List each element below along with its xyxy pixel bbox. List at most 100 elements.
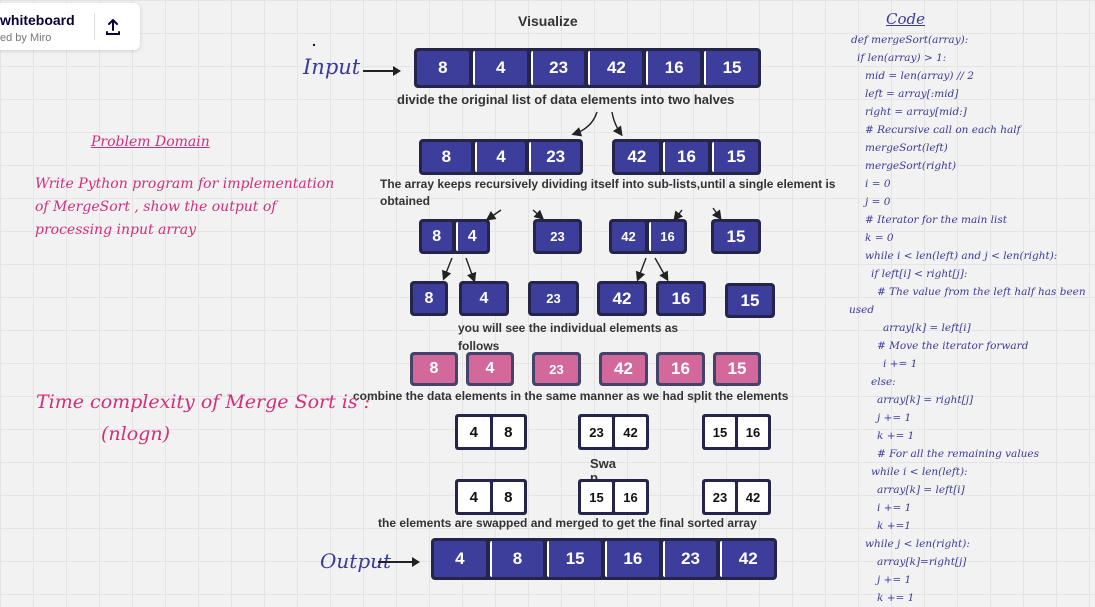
split-arrow xyxy=(673,209,684,222)
array-cell: 15 xyxy=(716,355,758,383)
code-line: k +=1 xyxy=(877,520,911,532)
dot-mark xyxy=(312,43,316,47)
input-arrow xyxy=(363,66,401,76)
array-cell: 42 xyxy=(612,222,645,251)
array-cell: 8 xyxy=(422,142,471,172)
caption-individual: you will see the individual elements as … xyxy=(458,321,679,353)
pink-element: 15 xyxy=(713,352,761,386)
complexity-line: Time complexity of Merge Sort is : xyxy=(36,391,371,413)
array-cell: 42 xyxy=(602,355,645,383)
single-element: 8 xyxy=(410,281,448,316)
single-element: 4 xyxy=(459,281,509,316)
code-line: else: xyxy=(871,376,896,388)
array-cell: 8 xyxy=(492,482,524,512)
array-cell: 42 xyxy=(600,284,644,313)
array-cell: 16 xyxy=(646,51,701,85)
split-arrow xyxy=(571,111,598,137)
caption-swap-p: p xyxy=(590,470,598,485)
array-cell: 42 xyxy=(588,51,643,85)
code-line: array[k]=right[j] xyxy=(877,556,967,568)
complexity-value: (nlogn) xyxy=(101,423,170,445)
code-line: k += 1 xyxy=(877,592,915,604)
code-line: mergeSort(left) xyxy=(865,142,948,154)
caption-combine: combine the data elements in the same ma… xyxy=(353,389,789,403)
input-label: Input xyxy=(303,55,361,79)
code-line: left = array[:mid] xyxy=(865,88,959,100)
code-line: while j < len(right): xyxy=(865,538,970,550)
array-cell: 8 xyxy=(417,51,469,85)
code-line: if len(array) > 1: xyxy=(857,52,947,64)
array-cell: 4 xyxy=(469,355,511,383)
code-line: k = 0 xyxy=(865,232,894,244)
array-cell: 15 xyxy=(547,541,602,577)
code-line: j += 1 xyxy=(877,412,912,424)
share-button[interactable] xyxy=(98,14,128,40)
array-cell: 4 xyxy=(458,482,490,512)
array-cell: 8 xyxy=(492,417,524,447)
sublist-15: 15 xyxy=(711,219,761,254)
code-line: right = array[mid:] xyxy=(865,106,967,118)
array-cell: 8 xyxy=(413,355,455,383)
single-element: 23 xyxy=(528,281,579,316)
split-arrow xyxy=(485,209,502,221)
code-line: i += 1 xyxy=(877,502,912,514)
array-cell: 4 xyxy=(472,51,527,85)
code-line: while i < len(left): xyxy=(871,466,968,478)
array-cell: 4 xyxy=(458,417,490,447)
single-element: 15 xyxy=(725,283,775,318)
split-arrow xyxy=(611,111,623,137)
array-cell: 16 xyxy=(659,355,702,383)
code-line: def mergeSort(array): xyxy=(851,34,969,46)
split-arrow xyxy=(442,257,453,281)
visualize-heading: Visualize xyxy=(518,13,578,29)
caption-divide: divide the original list of data element… xyxy=(397,92,735,107)
array-cell: 4 xyxy=(462,284,506,313)
code-line: array[k] = right[j] xyxy=(877,394,974,406)
code-line: array[k] = left[i] xyxy=(877,484,965,496)
array-cell: 23 xyxy=(705,482,735,512)
split-arrow xyxy=(654,257,669,282)
code-line: # Move the iterator forward xyxy=(877,340,1029,352)
array-cell: 4 xyxy=(434,541,486,577)
card-divider xyxy=(94,13,95,40)
caption-final: the elements are swapped and merged to g… xyxy=(378,516,757,530)
code-line: i += 1 xyxy=(883,358,918,370)
array-cell: 15 xyxy=(581,482,612,512)
code-line: j = 0 xyxy=(865,196,891,208)
array-cell: 16 xyxy=(649,222,684,251)
array-cell: 8 xyxy=(422,222,452,251)
array-cell: 8 xyxy=(489,541,544,577)
problem-text: Write Python program for implementation … xyxy=(35,176,335,238)
array-cell: 8 xyxy=(413,284,445,313)
array-cell: 15 xyxy=(714,222,758,251)
array-cell: 16 xyxy=(659,284,703,313)
array-cell: 15 xyxy=(704,51,758,85)
code-title: Code xyxy=(886,10,925,28)
sublist-23: 23 xyxy=(533,219,582,254)
single-element: 16 xyxy=(656,281,706,316)
code-line: # The value from the left half has been xyxy=(877,286,1086,298)
array-cell: 23 xyxy=(535,355,578,383)
code-line: k += 1 xyxy=(877,430,915,442)
array-cell: 42 xyxy=(738,482,768,512)
board-title[interactable]: whiteboard xyxy=(0,12,75,28)
output-arrow xyxy=(378,557,420,567)
single-element: 42 xyxy=(597,281,647,316)
upload-icon xyxy=(106,19,120,35)
board-title-card: whiteboard ed by Miro xyxy=(0,3,140,50)
code-line: array[k] = left[i] xyxy=(883,322,971,334)
array-cell: 4 xyxy=(455,222,487,251)
array-cell: 23 xyxy=(530,51,585,85)
array-cell: 15 xyxy=(712,142,759,172)
array-cell: 42 xyxy=(615,417,646,447)
code-line: used xyxy=(849,304,875,316)
pink-element: 8 xyxy=(410,352,458,386)
